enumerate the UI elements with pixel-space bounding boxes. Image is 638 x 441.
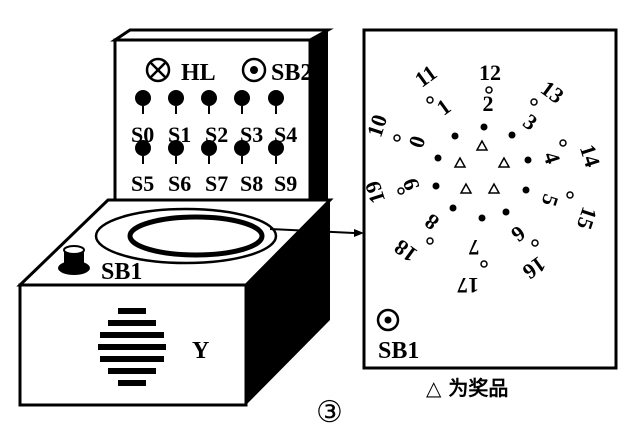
label-s3: S3 [240,122,263,147]
inner-dot-8 [449,204,457,212]
inner-dot-7 [478,214,486,222]
label-s5: S5 [131,171,154,196]
sb2-label: SB2 [271,60,312,86]
pin-s0 [135,90,151,114]
svg-text:17: 17 [457,273,479,298]
svg-text:7: 7 [469,235,480,260]
label-s9: S9 [274,171,297,196]
sb2-button-icon [241,57,267,83]
inner-number-2: 2 [483,91,494,116]
outer-number-12: 12 [479,60,501,85]
inner-dot-4 [524,156,532,164]
outer-dot-11 [426,96,434,104]
outer-dot-10 [393,134,401,142]
label-s4: S4 [274,122,297,147]
label-s0: S0 [131,122,154,147]
inner-dot-6 [502,208,510,216]
back-panel-side [310,30,328,220]
pin-s2 [201,90,217,114]
inner-dot-9 [432,182,440,190]
prize-triangle-icon [453,156,467,168]
sb1-label-dial: SB1 [378,338,419,364]
pin-s4 [268,90,284,114]
button-labels-row2: S5 S6 S7 S8 S9 [131,171,297,196]
dial-panel [362,28,618,370]
box-side [246,200,330,405]
outer-dot-18 [426,237,434,245]
sb1-button-icon [376,308,400,332]
button-labels-row1: S0 S1 S2 S3 S4 [131,122,297,147]
outer-dot-15 [566,191,574,199]
connector-line [269,228,355,234]
svg-text:2: 2 [483,91,494,116]
sb1-label-box: SB1 [101,259,142,285]
figure-number: ③ [316,395,343,430]
label-s7: S7 [205,171,228,196]
prize-triangle-icon [459,182,473,194]
hl-label: HL [181,60,216,86]
turntable-inner [127,214,265,258]
sb1-knob-icon [58,245,90,275]
inner-dot-0 [434,154,442,162]
outer-number-17: 17 [457,273,479,298]
turntable-outer [94,207,278,265]
outer-dot-16 [531,239,539,247]
prize-legend: △ 为奖品 [426,376,508,400]
outer-dot-19 [397,187,405,195]
connector-arrow-icon [354,229,364,237]
inner-number-7: 7 [469,235,480,260]
dot-mark [320,66,324,70]
prize-triangle-icon [497,156,511,168]
outer-dot-14 [559,139,567,147]
prize-triangle-icon [475,139,489,151]
inner-dot-5 [522,186,530,194]
inner-dot-1 [451,132,459,140]
hl-lamp-icon [145,57,171,83]
button-pins-row2 [135,140,284,164]
pin-s5 [135,140,151,164]
button-pins-row1 [135,90,284,114]
prize-triangle-icon [487,182,501,194]
prize-markers [453,139,511,194]
inner-dot-2 [480,123,488,131]
label-s6: S6 [168,171,191,196]
pin-s7 [201,140,217,164]
pin-s3 [234,90,250,114]
pin-s9 [268,140,284,164]
pin-s6 [168,140,184,164]
speaker-label: Y [192,338,209,364]
outer-dot-17 [480,260,488,268]
label-s8: S8 [240,171,263,196]
outer-dot-12 [485,86,493,94]
speaker-grille-icon [98,308,166,386]
inner-dot-3 [508,131,516,139]
pin-s1 [168,90,184,114]
svg-text:12: 12 [479,60,501,85]
outer-dot-13 [530,98,538,106]
pin-s8 [234,140,250,164]
